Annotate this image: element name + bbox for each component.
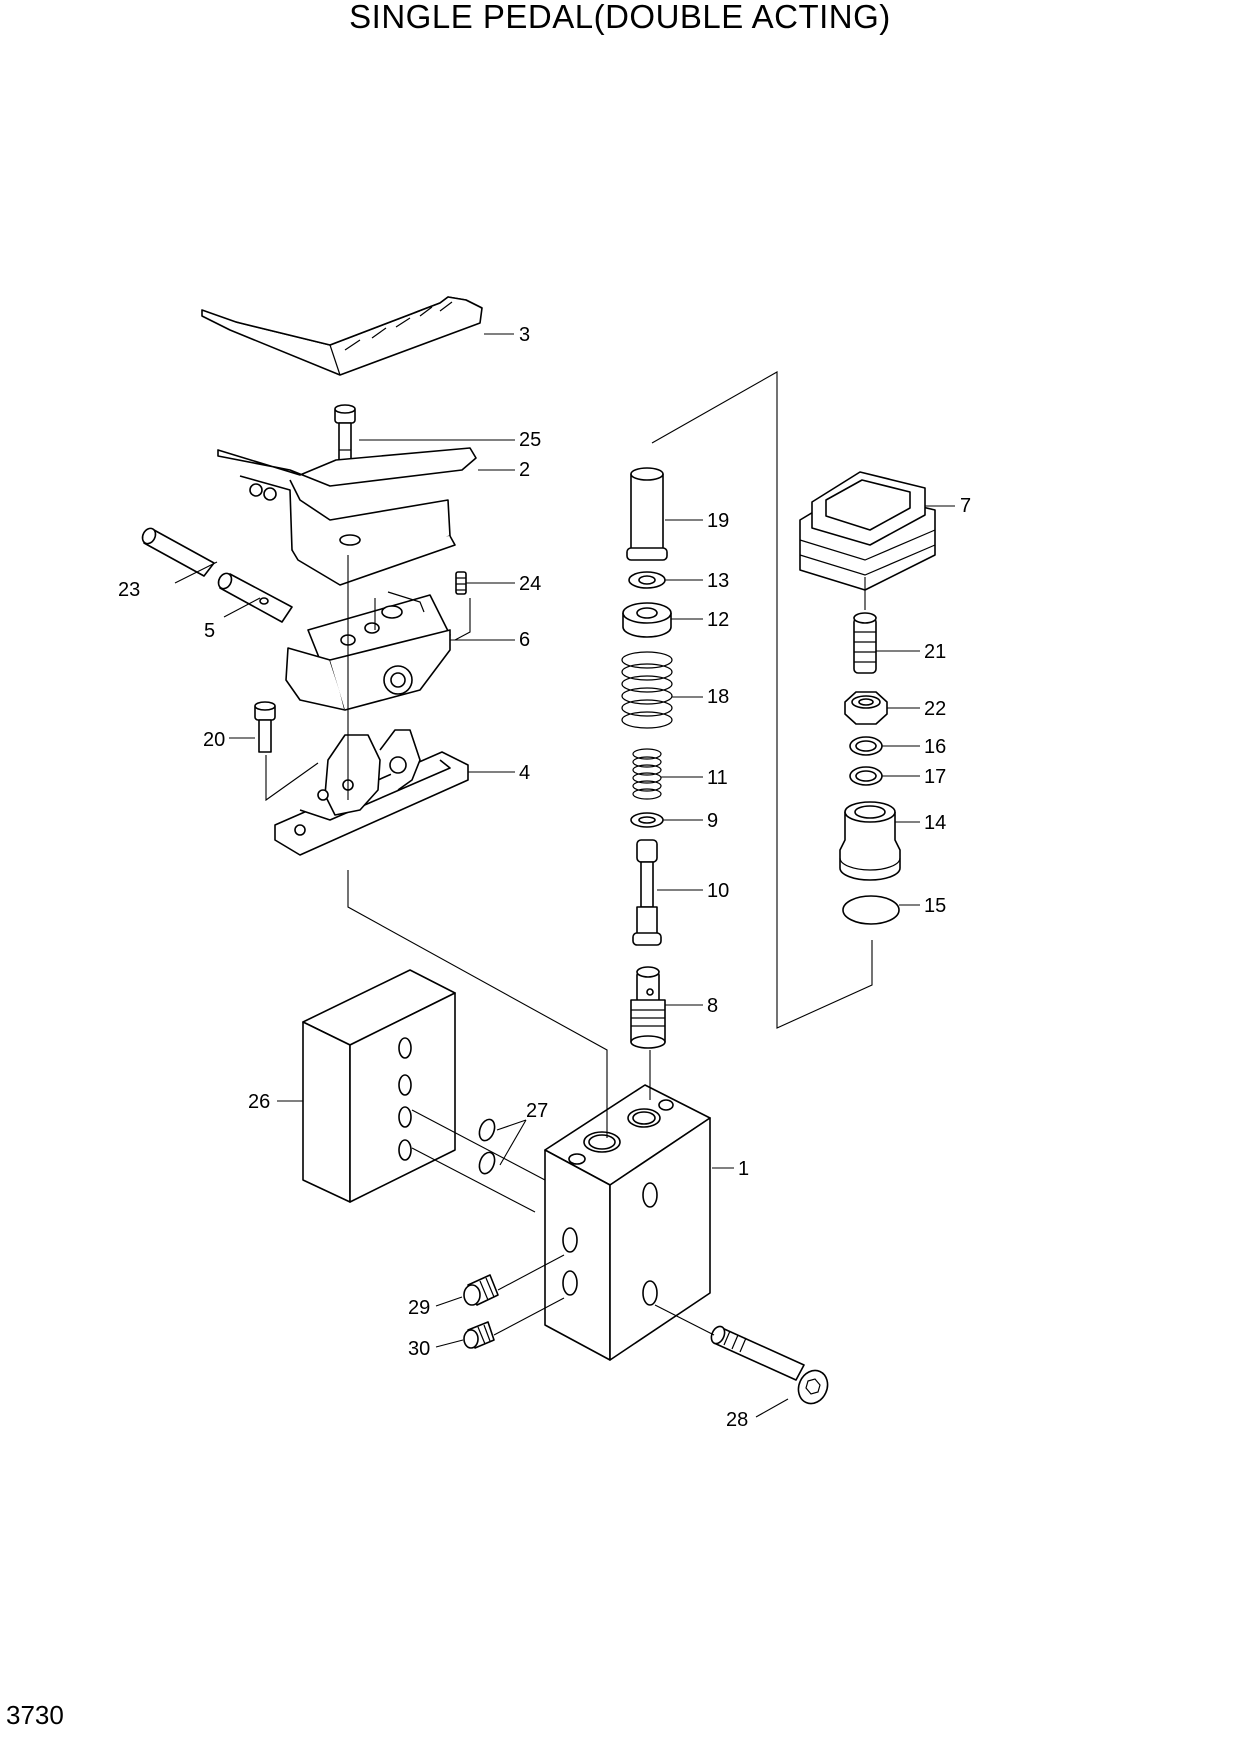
part-20-bolt[interactable] bbox=[254, 701, 276, 753]
callout-leaders bbox=[174, 333, 955, 1418]
callout-15: 15 bbox=[924, 895, 946, 917]
page-number: 3730 bbox=[6, 1700, 64, 1730]
callout-25: 25 bbox=[519, 429, 541, 451]
callout-13: 13 bbox=[707, 570, 729, 592]
callout-28: 28 bbox=[726, 1409, 748, 1431]
part-24-set-screw[interactable] bbox=[455, 571, 467, 595]
part-6-hinge-block[interactable] bbox=[285, 591, 451, 711]
part-9-washer[interactable] bbox=[630, 812, 664, 828]
callout-19: 19 bbox=[707, 510, 729, 532]
callout-6: 6 bbox=[519, 629, 530, 651]
part-25-bolt[interactable] bbox=[334, 404, 356, 464]
part-3-pedal-cover[interactable] bbox=[201, 296, 483, 376]
callout-12: 12 bbox=[707, 609, 729, 631]
part-1-valve-body[interactable] bbox=[544, 1084, 711, 1361]
callout-10: 10 bbox=[707, 880, 729, 902]
callout-18: 18 bbox=[707, 686, 729, 708]
part-14-plug-body[interactable] bbox=[839, 801, 901, 881]
part-17-washer[interactable] bbox=[849, 766, 883, 786]
callout-11: 11 bbox=[707, 767, 728, 789]
callout-16: 16 bbox=[924, 736, 946, 758]
part-16-washer[interactable] bbox=[849, 736, 883, 756]
part-18-outer-spring[interactable] bbox=[621, 651, 673, 729]
assembly-guide-lines bbox=[265, 371, 873, 1336]
part-5-pin[interactable] bbox=[216, 571, 293, 623]
part-12-spring-seat[interactable] bbox=[622, 602, 672, 638]
part-26-cover-block[interactable] bbox=[302, 969, 456, 1203]
callout-21: 21 bbox=[924, 641, 946, 663]
callout-24: 24 bbox=[519, 573, 541, 595]
part-15-o-ring[interactable] bbox=[842, 895, 900, 925]
callout-7: 7 bbox=[960, 495, 971, 517]
callout-29: 29 bbox=[408, 1297, 430, 1319]
callout-17: 17 bbox=[924, 766, 946, 788]
part-22-nut[interactable] bbox=[844, 691, 888, 725]
part-23-pin[interactable] bbox=[140, 526, 215, 577]
part-13-washer[interactable] bbox=[628, 571, 666, 589]
diagram-title: SINGLE PEDAL(DOUBLE ACTING) bbox=[349, 0, 891, 35]
callout-3: 3 bbox=[519, 324, 530, 346]
part-29-plug[interactable] bbox=[463, 1274, 499, 1306]
part-21-stud[interactable] bbox=[853, 612, 877, 674]
callout-labels: 3 25 2 19 7 13 24 23 12 5 6 21 18 22 20 … bbox=[118, 324, 971, 1431]
callout-27: 27 bbox=[526, 1100, 548, 1122]
callout-9: 9 bbox=[707, 810, 718, 832]
callout-20: 20 bbox=[203, 729, 225, 751]
part-7-boot[interactable] bbox=[799, 471, 936, 591]
callout-8: 8 bbox=[707, 995, 718, 1017]
part-10-spool[interactable] bbox=[632, 839, 662, 946]
part-27-o-rings[interactable] bbox=[477, 1117, 498, 1175]
part-8-spool-guide[interactable] bbox=[630, 966, 666, 1049]
part-11-inner-spring[interactable] bbox=[632, 748, 662, 800]
callout-1: 1 bbox=[738, 1158, 749, 1180]
callout-23: 23 bbox=[118, 579, 140, 601]
part-19-plunger[interactable] bbox=[626, 467, 668, 561]
callout-14: 14 bbox=[924, 812, 946, 834]
callout-26: 26 bbox=[248, 1091, 270, 1113]
part-2-pedal-bracket[interactable] bbox=[217, 447, 477, 586]
callout-30: 30 bbox=[408, 1338, 430, 1360]
part-28-long-bolt[interactable] bbox=[709, 1324, 833, 1408]
part-30-plug[interactable] bbox=[463, 1321, 495, 1349]
callout-22: 22 bbox=[924, 698, 946, 720]
callout-4: 4 bbox=[519, 762, 530, 784]
callout-5: 5 bbox=[204, 620, 215, 642]
part-4-base-plate[interactable] bbox=[274, 729, 469, 856]
callout-2: 2 bbox=[519, 459, 530, 481]
